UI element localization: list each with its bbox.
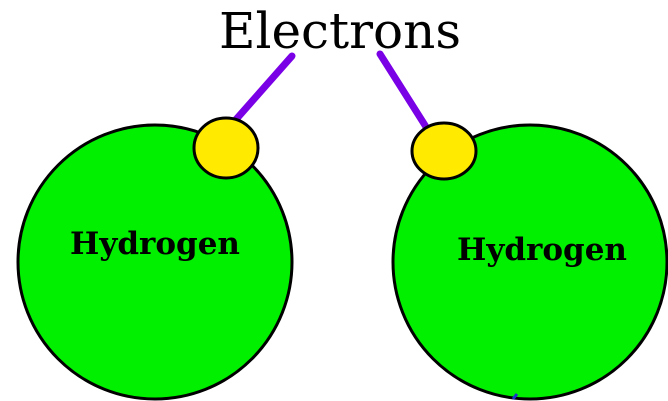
atom-right: Hydrogen: [391, 123, 668, 401]
atom-left: Hydrogen: [16, 123, 294, 401]
electron-right: [410, 121, 478, 181]
right-electron-pointer: [376, 50, 432, 134]
electron-left: [192, 116, 260, 180]
atom-left-label: Hydrogen: [70, 226, 240, 262]
atom-right-label: Hydrogen: [457, 232, 627, 268]
atom-right-bottom-mark: [511, 393, 519, 400]
atom-left-body: [16, 123, 294, 401]
diagram-title: Electrons: [219, 2, 461, 60]
atom-right-body: [391, 123, 668, 401]
left-electron-pointer: [228, 52, 296, 128]
